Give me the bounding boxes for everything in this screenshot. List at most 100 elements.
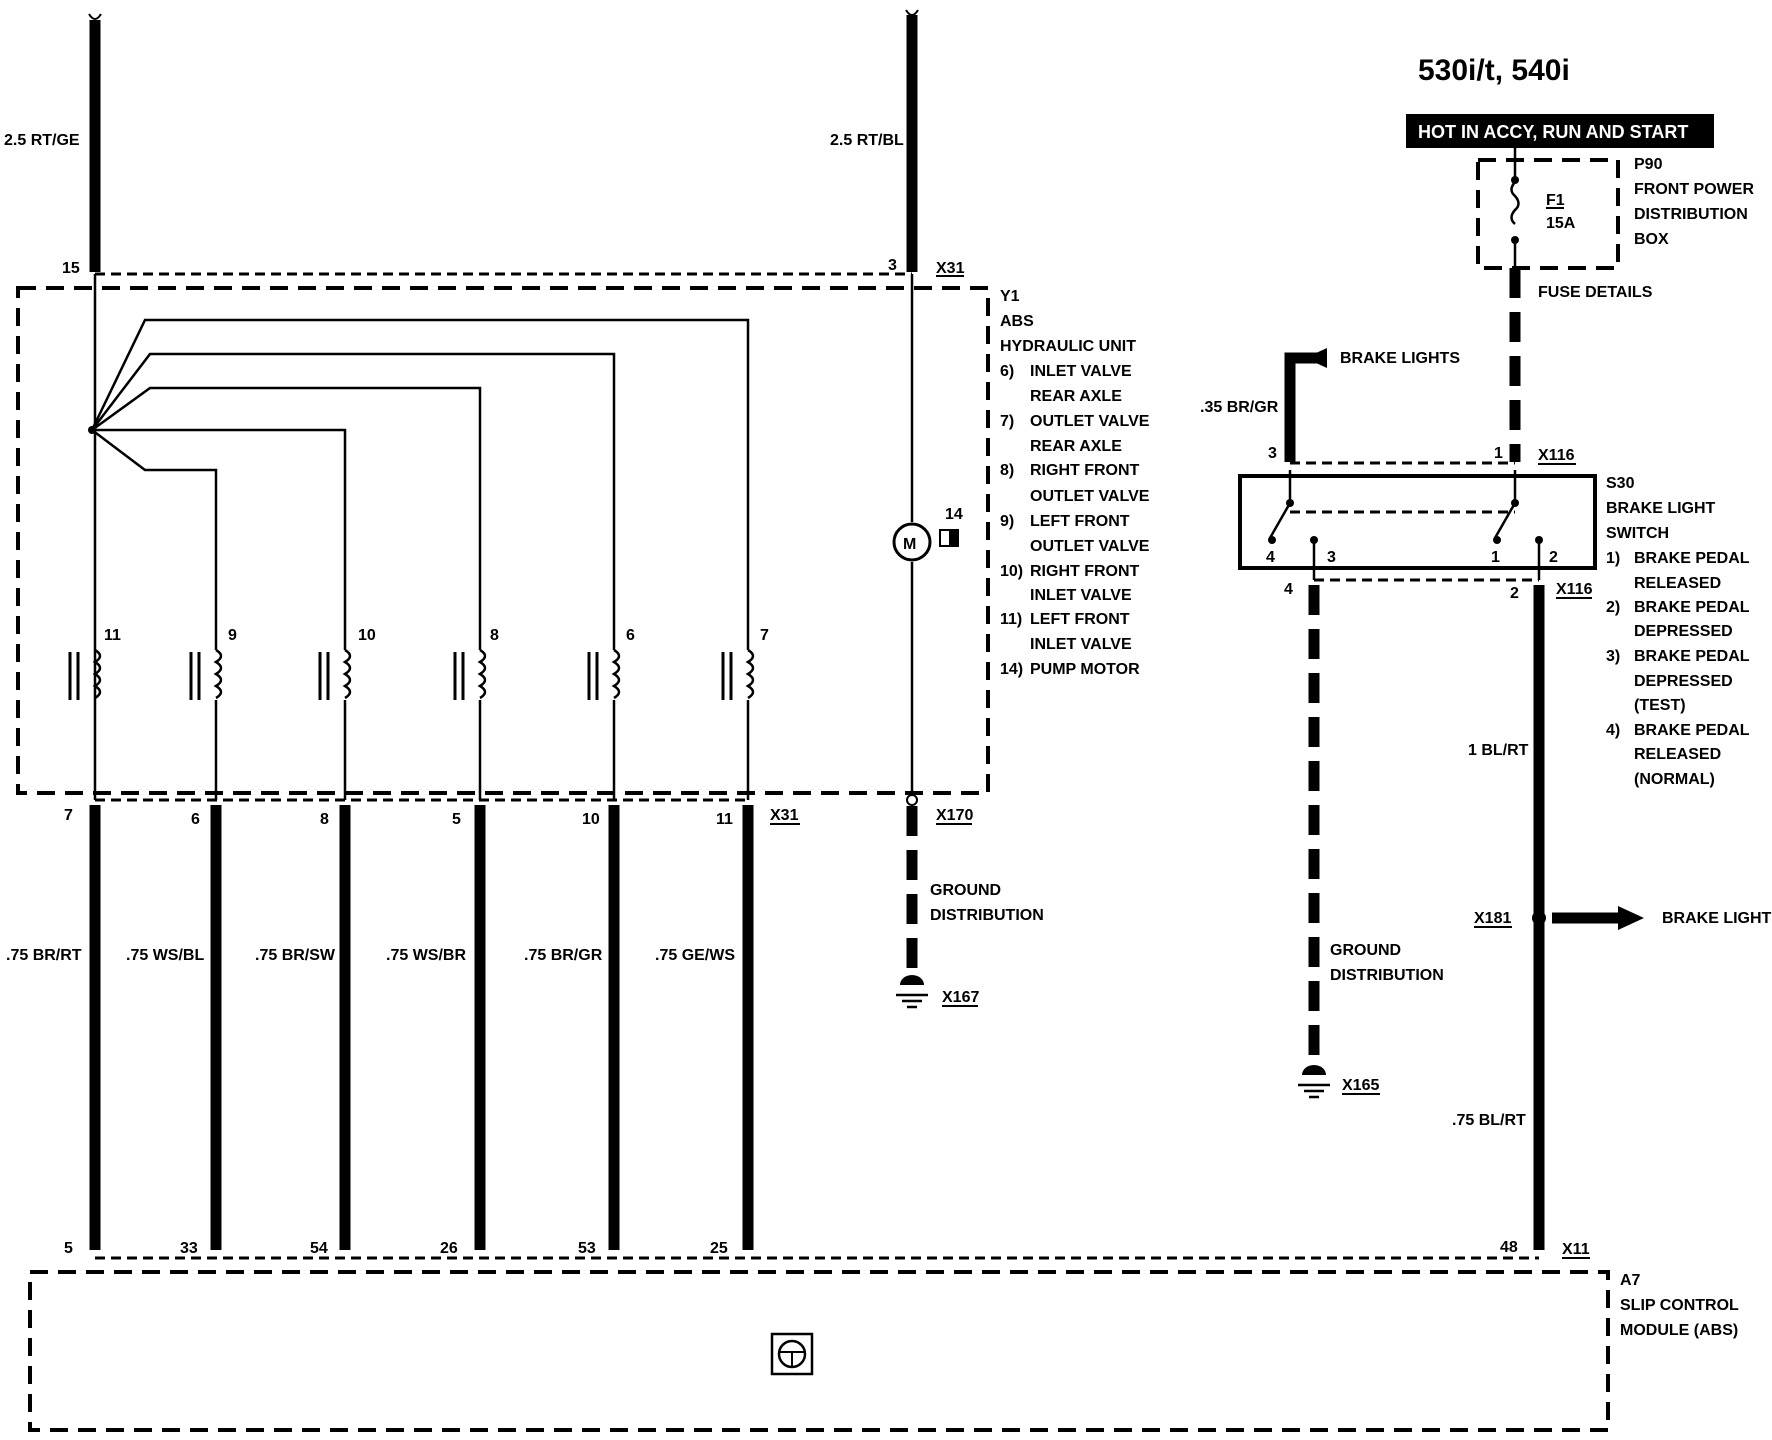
valve-connector-x31: X31 <box>770 807 799 824</box>
a7-id: A7 <box>1620 1272 1641 1289</box>
valve-wire-1-pin-bottom: 5 <box>64 1240 73 1257</box>
valve-wire-5-pin-top: 10 <box>582 811 600 828</box>
valve-wire-1-label: .75 BR/RT <box>6 947 82 964</box>
valve-wire-2-label: .75 WS/BL <box>126 947 204 964</box>
switch-output-wire2-label: .75 BL/RT <box>1452 1112 1526 1129</box>
fuse-details-label: FUSE DETAILS <box>1538 284 1653 301</box>
valve-wire-4-pin-top: 5 <box>452 811 461 828</box>
fuse-box-id: P90 <box>1634 156 1663 173</box>
s30-legend-1-line2: RELEASED <box>1634 575 1721 592</box>
connector-x11: X11 <box>1562 1241 1590 1258</box>
valve-wire-2-pin-bottom: 33 <box>180 1240 198 1257</box>
switch-ground-label-2: DISTRIBUTION <box>1330 967 1444 984</box>
y1-legend-9-line1: LEFT FRONT <box>1030 513 1130 530</box>
coil-7 <box>721 648 755 700</box>
motor-ground-label-1: GROUND <box>930 882 1001 899</box>
switch-inner-pin-1: 1 <box>1491 549 1500 566</box>
brake-lights-top-label: BRAKE LIGHTS <box>1340 350 1460 367</box>
s30-legend-4-line1: BRAKE PEDAL <box>1634 722 1750 739</box>
top-wire-2-label: 2.5 RT/BL <box>830 132 904 149</box>
switch-top-pin-1: 1 <box>1494 445 1503 462</box>
coil-10 <box>318 648 352 700</box>
splice-x181: X181 <box>1474 910 1511 927</box>
motor-number: 14 <box>945 506 963 523</box>
a7-name-2: MODULE (ABS) <box>1620 1322 1738 1339</box>
y1-legend-7-line1: OUTLET VALVE <box>1030 413 1150 430</box>
coil-label-6: 6 <box>626 627 635 644</box>
y1-name-1: ABS <box>1000 313 1034 330</box>
y1-legend-8-line1: RIGHT FRONT <box>1030 462 1140 479</box>
y1-legend-10-line2: INLET VALVE <box>1030 587 1132 604</box>
coil-label-9: 9 <box>228 627 237 644</box>
fuse-id: F1 <box>1546 192 1565 209</box>
switch-bottom-pin-2: 2 <box>1510 585 1519 602</box>
s30-legend-3-line3: (TEST) <box>1634 697 1686 714</box>
y1-legend-14-num: 14) <box>1000 661 1023 678</box>
y1-legend-9-line2: OUTLET VALVE <box>1030 538 1150 555</box>
switch-contacts <box>1268 470 1543 580</box>
switch-bottom-pin-4: 4 <box>1284 581 1293 598</box>
y1-legend-14-line1: PUMP MOTOR <box>1030 661 1140 678</box>
switch-top-pin-3: 3 <box>1268 445 1277 462</box>
valve-coils <box>68 648 755 700</box>
valve-wire-3-pin-top: 8 <box>320 811 329 828</box>
valve-wire-6-pin-bottom: 25 <box>710 1240 728 1257</box>
s30-id: S30 <box>1606 475 1635 492</box>
valve-wire-3-pin-bottom: 54 <box>310 1240 328 1257</box>
valve-wire-6-label: .75 GE/WS <box>655 947 735 964</box>
y1-legend-10-num: 10) <box>1000 563 1023 580</box>
a7-name-1: SLIP CONTROL <box>1620 1297 1739 1314</box>
valve-wire-2-pin-top: 6 <box>191 811 200 828</box>
brake-light-switch-box <box>1238 474 1597 570</box>
power-banner-bg <box>1406 114 1714 148</box>
top-wire-1-label: 2.5 RT/GE <box>4 132 80 149</box>
splice-x170: X170 <box>936 807 973 824</box>
switch-inner-pin-2: 2 <box>1549 549 1558 566</box>
s30-legend-1-num: 1) <box>1606 550 1620 567</box>
switch-ground-wire <box>1298 585 1330 1099</box>
motor-symbol: M <box>903 536 916 553</box>
s30-legend-2-line2: DEPRESSED <box>1634 623 1733 640</box>
motor-ground-wire <box>896 794 928 1009</box>
y1-legend-11-line1: LEFT FRONT <box>1030 611 1130 628</box>
y1-legend-6-num: 6) <box>1000 363 1014 380</box>
switch-bottom-connector: X116 <box>1556 581 1593 598</box>
ground-x167: X167 <box>942 989 979 1006</box>
y1-name-2: HYDRAULIC UNIT <box>1000 338 1136 355</box>
coil-label-8: 8 <box>490 627 499 644</box>
brake-lights-top-wire-label: .35 BR/GR <box>1200 399 1279 416</box>
s30-name-2: SWITCH <box>1606 525 1669 542</box>
switch-output-pin-48: 48 <box>1500 1239 1518 1256</box>
coil-8 <box>453 648 487 700</box>
fuse-box-name-3: BOX <box>1634 231 1669 248</box>
fuse-box-name-1: FRONT POWER <box>1634 181 1754 198</box>
valve-wire-6-pin-top: 11 <box>716 811 733 828</box>
top-connector-x31: X31 <box>936 260 965 277</box>
s30-legend-1-line1: BRAKE PEDAL <box>1634 550 1750 567</box>
s30-name-1: BRAKE LIGHT <box>1606 500 1716 517</box>
steering-wheel-icon <box>770 1332 814 1376</box>
coil-label-11: 11 <box>104 627 121 644</box>
ground-x165: X165 <box>1342 1077 1379 1094</box>
coil-11 <box>68 648 102 700</box>
y1-legend-7-num: 7) <box>1000 413 1014 430</box>
s30-legend-4-num: 4) <box>1606 722 1620 739</box>
brake-lights-top-wire <box>1284 348 1327 462</box>
y1-legend-11-line2: INLET VALVE <box>1030 636 1132 653</box>
s30-legend-3-num: 3) <box>1606 648 1620 665</box>
motor-ground-label-2: DISTRIBUTION <box>930 907 1044 924</box>
coil-9 <box>189 648 223 700</box>
s30-legend-3-line2: DEPRESSED <box>1634 673 1733 690</box>
wire-2-5-rt-ge <box>88 13 102 272</box>
y1-id: Y1 <box>1000 288 1020 305</box>
switch-ground-label-1: GROUND <box>1330 942 1401 959</box>
valve-wire-4-label: .75 WS/BR <box>386 947 466 964</box>
valve-wire-4-pin-bottom: 26 <box>440 1240 458 1257</box>
y1-legend-9-num: 9) <box>1000 513 1014 530</box>
wire-2-5-rt-bl <box>905 9 919 272</box>
s30-legend-2-line1: BRAKE PEDAL <box>1634 599 1750 616</box>
s30-legend-4-line2: RELEASED <box>1634 746 1721 763</box>
switch-inner-pin-4: 4 <box>1266 549 1275 566</box>
y1-hydraulic-unit-box <box>16 286 990 795</box>
